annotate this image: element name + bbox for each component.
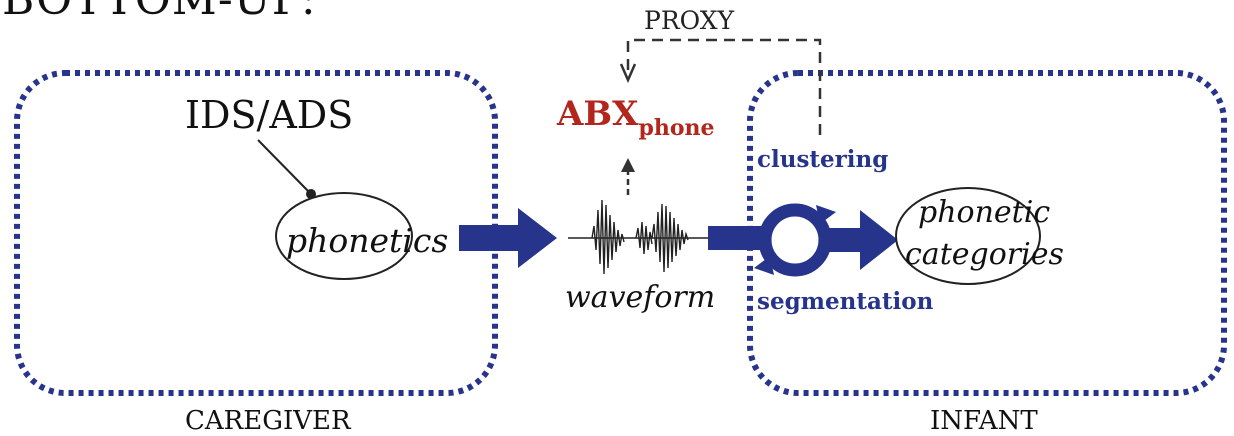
waveform-label: waveform (565, 280, 716, 315)
abx-arrowhead (621, 158, 635, 172)
infant-box (747, 70, 1227, 396)
ids-ads-label: IDS/ADS (185, 93, 354, 137)
categories-label: categories (905, 237, 1064, 272)
arrow-to-categories (825, 210, 898, 270)
diagram-title: BOTTOM-UP: (2, 0, 317, 22)
categories-ellipse (895, 187, 1041, 285)
phonetics-ellipse (275, 192, 413, 280)
proxy-arrowhead (619, 63, 637, 84)
abx-main: ABX (557, 94, 639, 134)
phonetics-label: phonetics (286, 221, 449, 260)
cycle-icon (754, 203, 836, 277)
caregiver-box (14, 70, 498, 396)
clustering-label: clustering (757, 146, 889, 173)
phonetic-label: phonetic (918, 195, 1051, 230)
proxy-label: PROXY (644, 6, 735, 35)
arrow-to-waveform (459, 208, 557, 268)
infant-label: INFANT (930, 406, 1038, 436)
proxy-dashed-line (626, 38, 822, 135)
caregiver-label: CAREGIVER (185, 406, 351, 436)
abx-phone-label: ABXphone (557, 94, 715, 139)
arrow-to-infant (708, 226, 768, 250)
segmentation-label: segmentation (757, 288, 934, 315)
abx-subscript: phone (638, 115, 715, 141)
ids-ads-connector (257, 139, 311, 194)
waveform-signal (568, 199, 710, 275)
